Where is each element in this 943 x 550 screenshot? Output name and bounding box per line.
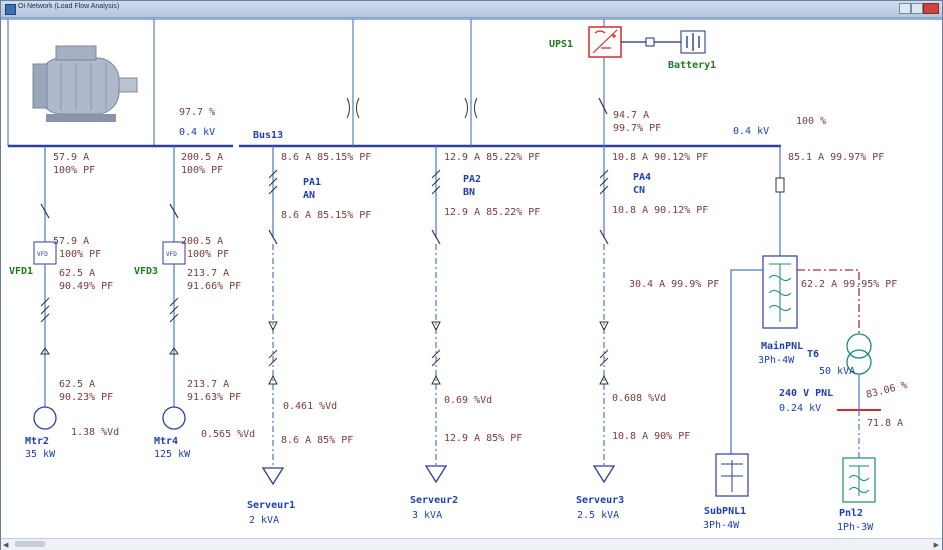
- scroll-left-icon[interactable]: ◀: [3, 541, 9, 549]
- pa4-sub: CN: [633, 185, 645, 196]
- s1-bottom: 8.6 A 85% PF: [281, 435, 353, 446]
- pnl-amps: 71.8 A: [867, 418, 903, 429]
- mainpnl-name: MainPNL: [761, 340, 803, 352]
- pa2-sub: BN: [463, 187, 475, 198]
- s1-name: Serveur1: [247, 500, 295, 511]
- mtr2-out-pf: 90.49% PF: [59, 281, 113, 292]
- mtr4-rating: 125 kW: [154, 449, 191, 460]
- subpnl1-type: 3Ph-4W: [703, 520, 740, 531]
- main-left: 30.4 A 99.9% PF: [629, 279, 719, 290]
- ups-label: UPS1: [549, 39, 573, 50]
- s3-top: 10.8 A 90.12% PF: [612, 152, 708, 163]
- main-right: 62.2 A 99.95% PF: [801, 279, 897, 290]
- mtr2-motor-symbol[interactable]: [33, 406, 57, 430]
- mtr2-vd: 1.38 %Vd: [71, 427, 119, 438]
- motor-image: [32, 45, 138, 122]
- mtr4-mid-amps: 200.5 A: [181, 236, 223, 247]
- s2-rating: 3 kVA: [412, 510, 442, 521]
- one-line-diagram-canvas[interactable]: VFD VFD: [1, 18, 942, 538]
- pnl2-name: Pnl2: [839, 508, 863, 519]
- mtr4-out-pf: 91.66% PF: [187, 281, 241, 292]
- pa1-sub: AN: [303, 190, 315, 201]
- s3-bottom: 10.8 A 90% PF: [612, 431, 690, 442]
- pnl-pct: 83.06 %: [865, 380, 909, 401]
- close-button[interactable]: [923, 3, 939, 14]
- s1-rating: 2 kVA: [249, 515, 279, 526]
- ups-amps: 94.7 A: [613, 110, 649, 121]
- serveur1-load-symbol[interactable]: [261, 467, 285, 486]
- s3-name: Serveur3: [576, 495, 624, 506]
- scroll-thumb[interactable]: [15, 541, 45, 547]
- t6-rating: 50 kVA: [819, 366, 855, 377]
- vfd3-label: VFD3: [134, 266, 158, 277]
- serveur2-load-symbol[interactable]: [424, 465, 448, 484]
- s1-top: 8.6 A 85.15% PF: [281, 152, 371, 163]
- s2-top: 12.9 A 85.22% PF: [444, 152, 540, 163]
- s3-vd: 0.608 %Vd: [612, 393, 666, 404]
- main-top: 85.1 A 99.97% PF: [788, 152, 884, 163]
- mtr2-mid-amps: 57.9 A: [53, 236, 89, 247]
- mtr4-mid-pf: 100% PF: [187, 249, 229, 260]
- mtr2-name: Mtr2: [25, 436, 49, 447]
- pnl2-type: 1Ph-3W: [837, 522, 874, 533]
- serveur3-load-symbol[interactable]: [592, 465, 616, 484]
- vfd1-label: VFD1: [9, 266, 33, 277]
- mtr4-name: Mtr4: [154, 436, 178, 447]
- battery-label: Battery1: [668, 60, 716, 71]
- mtr4-vd: 0.565 %Vd: [201, 429, 255, 440]
- s1-mid: 8.6 A 85.15% PF: [281, 210, 371, 221]
- pnl-bus-name: 240 V PNL: [779, 388, 833, 399]
- mtr2-top-pf: 100% PF: [53, 165, 95, 176]
- bus13-label: Bus13: [253, 130, 283, 141]
- s1-vd: 0.461 %Vd: [283, 401, 337, 412]
- mtr2-load-pf: 90.23% PF: [59, 392, 113, 403]
- mtr4-load-pf: 91.63% PF: [187, 392, 241, 403]
- t6-name: T6: [807, 349, 819, 360]
- ups-pf: 99.7% PF: [613, 123, 661, 134]
- window-title: Oi Network (Load Flow Analysis): [18, 3, 120, 10]
- vfd3-tag: VFD: [166, 251, 177, 258]
- app-icon: [5, 4, 16, 15]
- s2-mid: 12.9 A 85.22% PF: [444, 207, 540, 218]
- pa4-label: PA4: [633, 172, 651, 183]
- title-bar: Oi Network (Load Flow Analysis): [1, 1, 942, 18]
- pnl-kv: 0.24 kV: [779, 403, 821, 414]
- mtr4-out-amps: 213.7 A: [187, 268, 229, 279]
- s2-name: Serveur2: [410, 495, 458, 506]
- mtr2-load-amps: 62.5 A: [59, 379, 95, 390]
- t6-transformer-symbol[interactable]: [846, 333, 872, 359]
- mtr4-motor-symbol[interactable]: [162, 406, 186, 430]
- mtr2-top-amps: 57.9 A: [53, 152, 89, 163]
- s2-vd: 0.69 %Vd: [444, 395, 492, 406]
- main-bus-kv: 0.4 kV: [733, 126, 769, 137]
- mtr4-load-amps: 213.7 A: [187, 379, 229, 390]
- scroll-right-icon[interactable]: ▶: [933, 541, 939, 549]
- mtr2-mid-pf: 100% PF: [59, 249, 101, 260]
- main-bus-pct: 100 %: [796, 116, 826, 127]
- pa2-label: PA2: [463, 174, 481, 185]
- mtr2-out-amps: 62.5 A: [59, 268, 95, 279]
- maximize-button[interactable]: [911, 3, 923, 14]
- motor-bus-kv: 0.4 kV: [179, 127, 215, 138]
- s3-mid: 10.8 A 90.12% PF: [612, 205, 708, 216]
- s3-rating: 2.5 kVA: [577, 510, 619, 521]
- horizontal-scrollbar[interactable]: ◀ ▶: [1, 538, 942, 550]
- window-controls: [899, 3, 939, 14]
- vfd1-tag: VFD: [37, 251, 48, 258]
- diagram-svg: VFD VFD: [1, 18, 942, 533]
- motor-bus-pct: 97.7 %: [179, 107, 215, 118]
- mtr4-top-pf: 100% PF: [181, 165, 223, 176]
- mtr2-rating: 35 kW: [25, 449, 56, 460]
- pa1-label: PA1: [303, 177, 321, 188]
- subpnl1-name: SubPNL1: [704, 506, 746, 517]
- s2-bottom: 12.9 A 85% PF: [444, 433, 522, 444]
- minimize-button[interactable]: [899, 3, 911, 14]
- mtr4-top-amps: 200.5 A: [181, 152, 223, 163]
- mainpnl-type: 3Ph-4W: [758, 355, 795, 366]
